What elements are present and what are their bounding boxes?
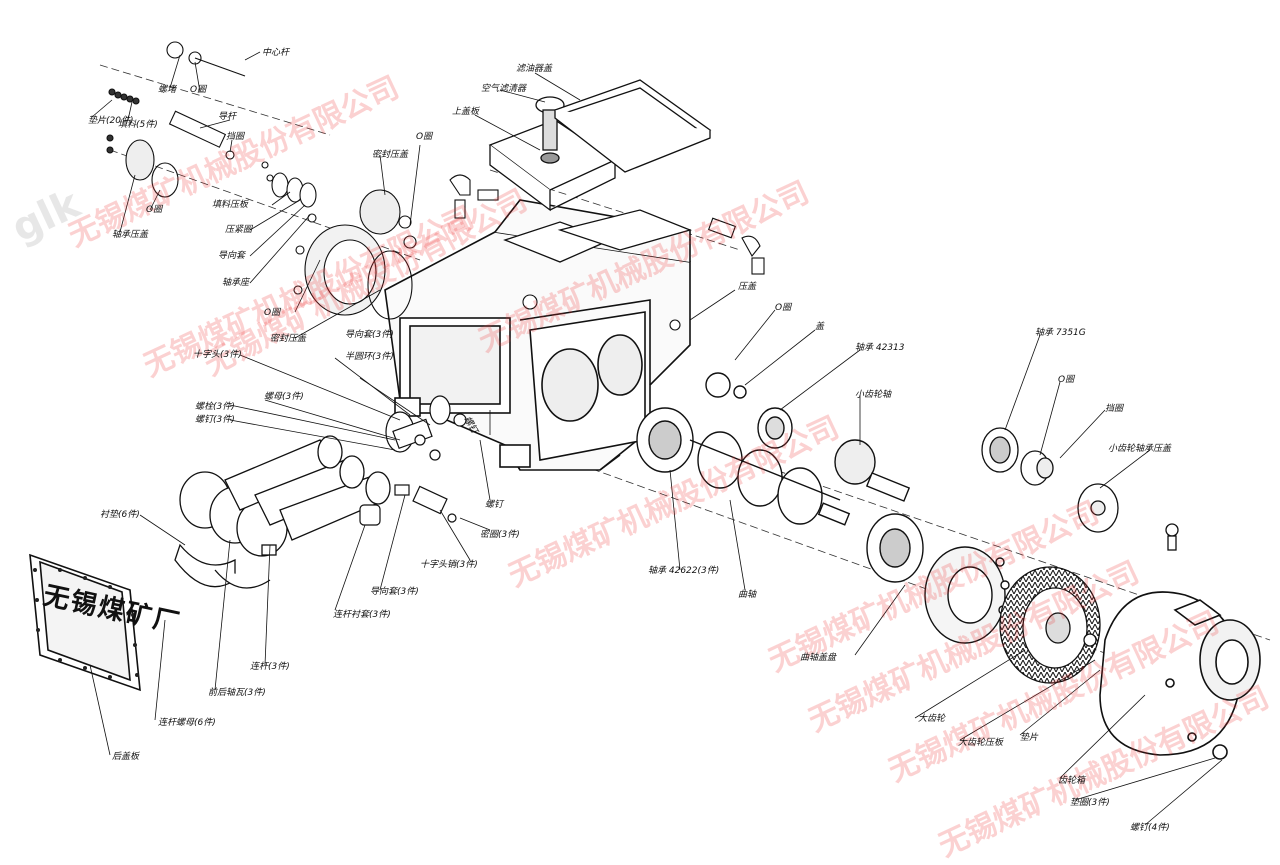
part-label: O圈 [416,132,433,142]
part-label: 螺钉 [485,500,504,510]
part-label: 曲轴盖盘 [800,653,837,663]
part-label: 导杆 [218,112,237,122]
upper-cover [488,96,617,212]
part-label: 轴承座 [222,278,250,288]
part-label: 大齿轮 [918,714,946,724]
part-label: 小齿轮轴 [855,390,892,400]
pump-housing [384,199,691,471]
part-label: 挡圈 [226,132,245,142]
part-label: 十字头(3件) [193,350,242,360]
part-label: 半圆环(3件) [345,352,394,362]
part-label: 垫片(20件) [88,116,134,126]
part-label: 压紧圈 [225,225,253,235]
part-label: 密封压盖 [372,150,409,160]
part-label: 填料压板 [212,200,249,210]
crosshead-parts [359,395,467,526]
pinion-shaft-parts [981,427,1179,551]
fittings [449,174,765,331]
part-label: 导向套 [218,251,246,261]
part-label: 连杆螺母(6件) [158,718,216,728]
part-label: 导向套(3件) [370,587,419,597]
part-label: 滤油器盖 [516,64,553,74]
part-label: 连杆衬套(3件) [333,610,391,620]
part-label: 十字头销(3件) [420,560,478,570]
part-label: 后盖板 [112,752,140,762]
part-label: 盖 [815,322,825,332]
part-label: 螺栓(3件) [195,402,235,412]
part-label: 轴承压盖 [112,230,149,240]
inspection-lid [553,79,712,173]
connecting-rods [174,435,391,589]
part-label: 压盖 [738,282,757,292]
part-label: 密封压盖 [270,334,307,344]
part-label: 螺母(3件) [264,392,304,402]
part-label: 轴承 42622(3件) [648,566,720,576]
part-label: 衬垫(6件) [100,510,140,520]
part-label: 垫圈(3件) [1070,798,1110,808]
part-label: 垫片 [1020,733,1039,743]
part-label: O圈 [190,85,207,95]
big-gear [999,566,1101,684]
part-label: 前后轴瓦(3件) [208,688,266,698]
rear-cover-plate [29,553,141,692]
part-label: 螺钉(4件) [1130,823,1170,833]
housing-top-frame [503,209,693,263]
leader-lines [89,51,1223,826]
axis-lines [99,64,1271,681]
bearing-cover [924,546,1010,644]
part-label: 齿轮箱 [1058,776,1086,786]
part-label: 大齿轮压板 [958,738,1004,748]
part-label: O圈 [775,303,792,313]
part-label: 螺堵 [158,85,177,95]
part-label: O圈 [264,308,281,318]
part-label: 导向套(3件) [345,330,394,340]
part-label: 挡圈 [1105,404,1124,414]
part-label: 填料(5件) [118,120,158,130]
crankshaft-assembly [636,372,924,583]
part-label: 曲轴 [738,590,757,600]
part-label: 轴承 42313 [855,343,905,353]
part-label: 空气滤清器 [481,84,527,94]
part-label: 上盖板 [452,107,480,117]
part-label: 轴承 7351G [1035,328,1086,338]
part-label: 连杆(3件) [250,662,290,672]
gearbox-housing [1099,591,1261,760]
stuffing-box-parts [106,41,417,320]
part-label: 小齿轮轴承压盖 [1108,444,1172,454]
part-label: 密圈(3件) [480,530,520,540]
part-label: 螺钉(3件) [195,415,235,425]
part-label: 中心杆 [262,48,290,58]
part-label: O圈 [1058,375,1075,385]
part-label: O圈 [146,205,163,215]
